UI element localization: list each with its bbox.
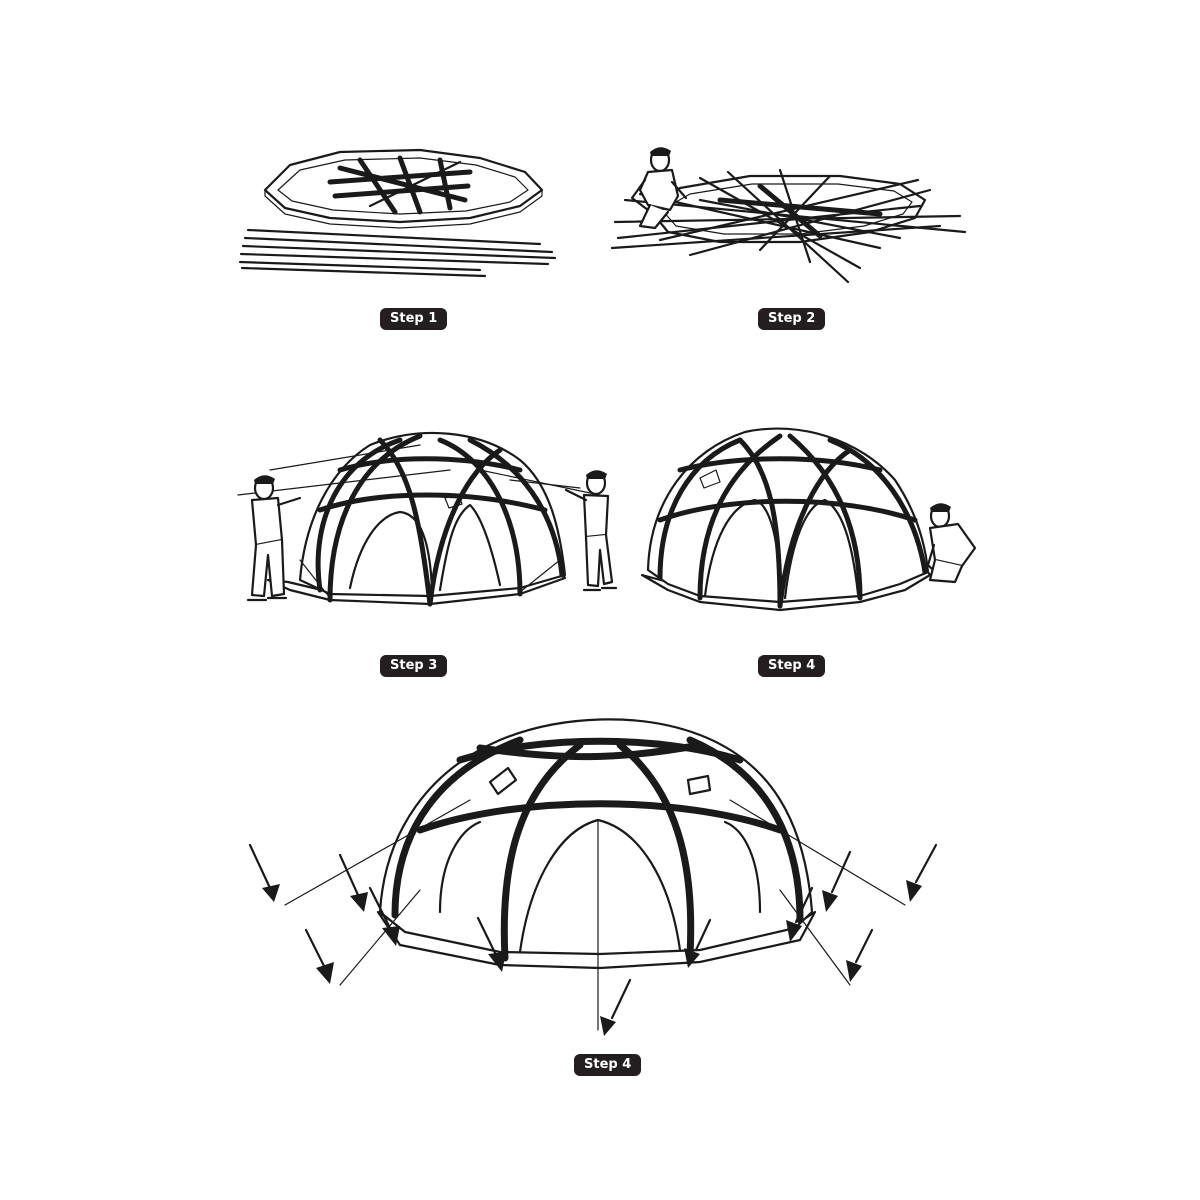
person-crouching (928, 503, 975, 582)
step4a-illustration (642, 429, 975, 610)
tent-full-dome (378, 719, 815, 1030)
step4b-illustration (250, 719, 936, 1036)
tent-raised-dome (642, 429, 930, 610)
tent-half-raised (268, 433, 565, 604)
step-badge: Step 2 (758, 308, 825, 330)
person-left-pulling (248, 475, 300, 600)
poles-laid-out (240, 230, 555, 276)
step-badge: Step 4 (758, 655, 825, 677)
step-badge: Step 3 (380, 655, 447, 677)
stake-arrow (306, 930, 334, 984)
stake-arrow (822, 852, 850, 912)
step1-illustration (240, 150, 555, 276)
stake-arrow (906, 845, 936, 902)
person-right-pulling (566, 470, 616, 590)
stake-arrow (846, 930, 872, 982)
tent-floor-flat (265, 150, 542, 228)
stake-arrow (340, 855, 368, 912)
step-badge: Step 4 (574, 1054, 641, 1076)
step-badge: Step 1 (380, 308, 447, 330)
stake-arrow (600, 980, 630, 1036)
step3-illustration (238, 433, 616, 604)
stake-arrow (250, 845, 280, 902)
step2-illustration (612, 147, 965, 282)
